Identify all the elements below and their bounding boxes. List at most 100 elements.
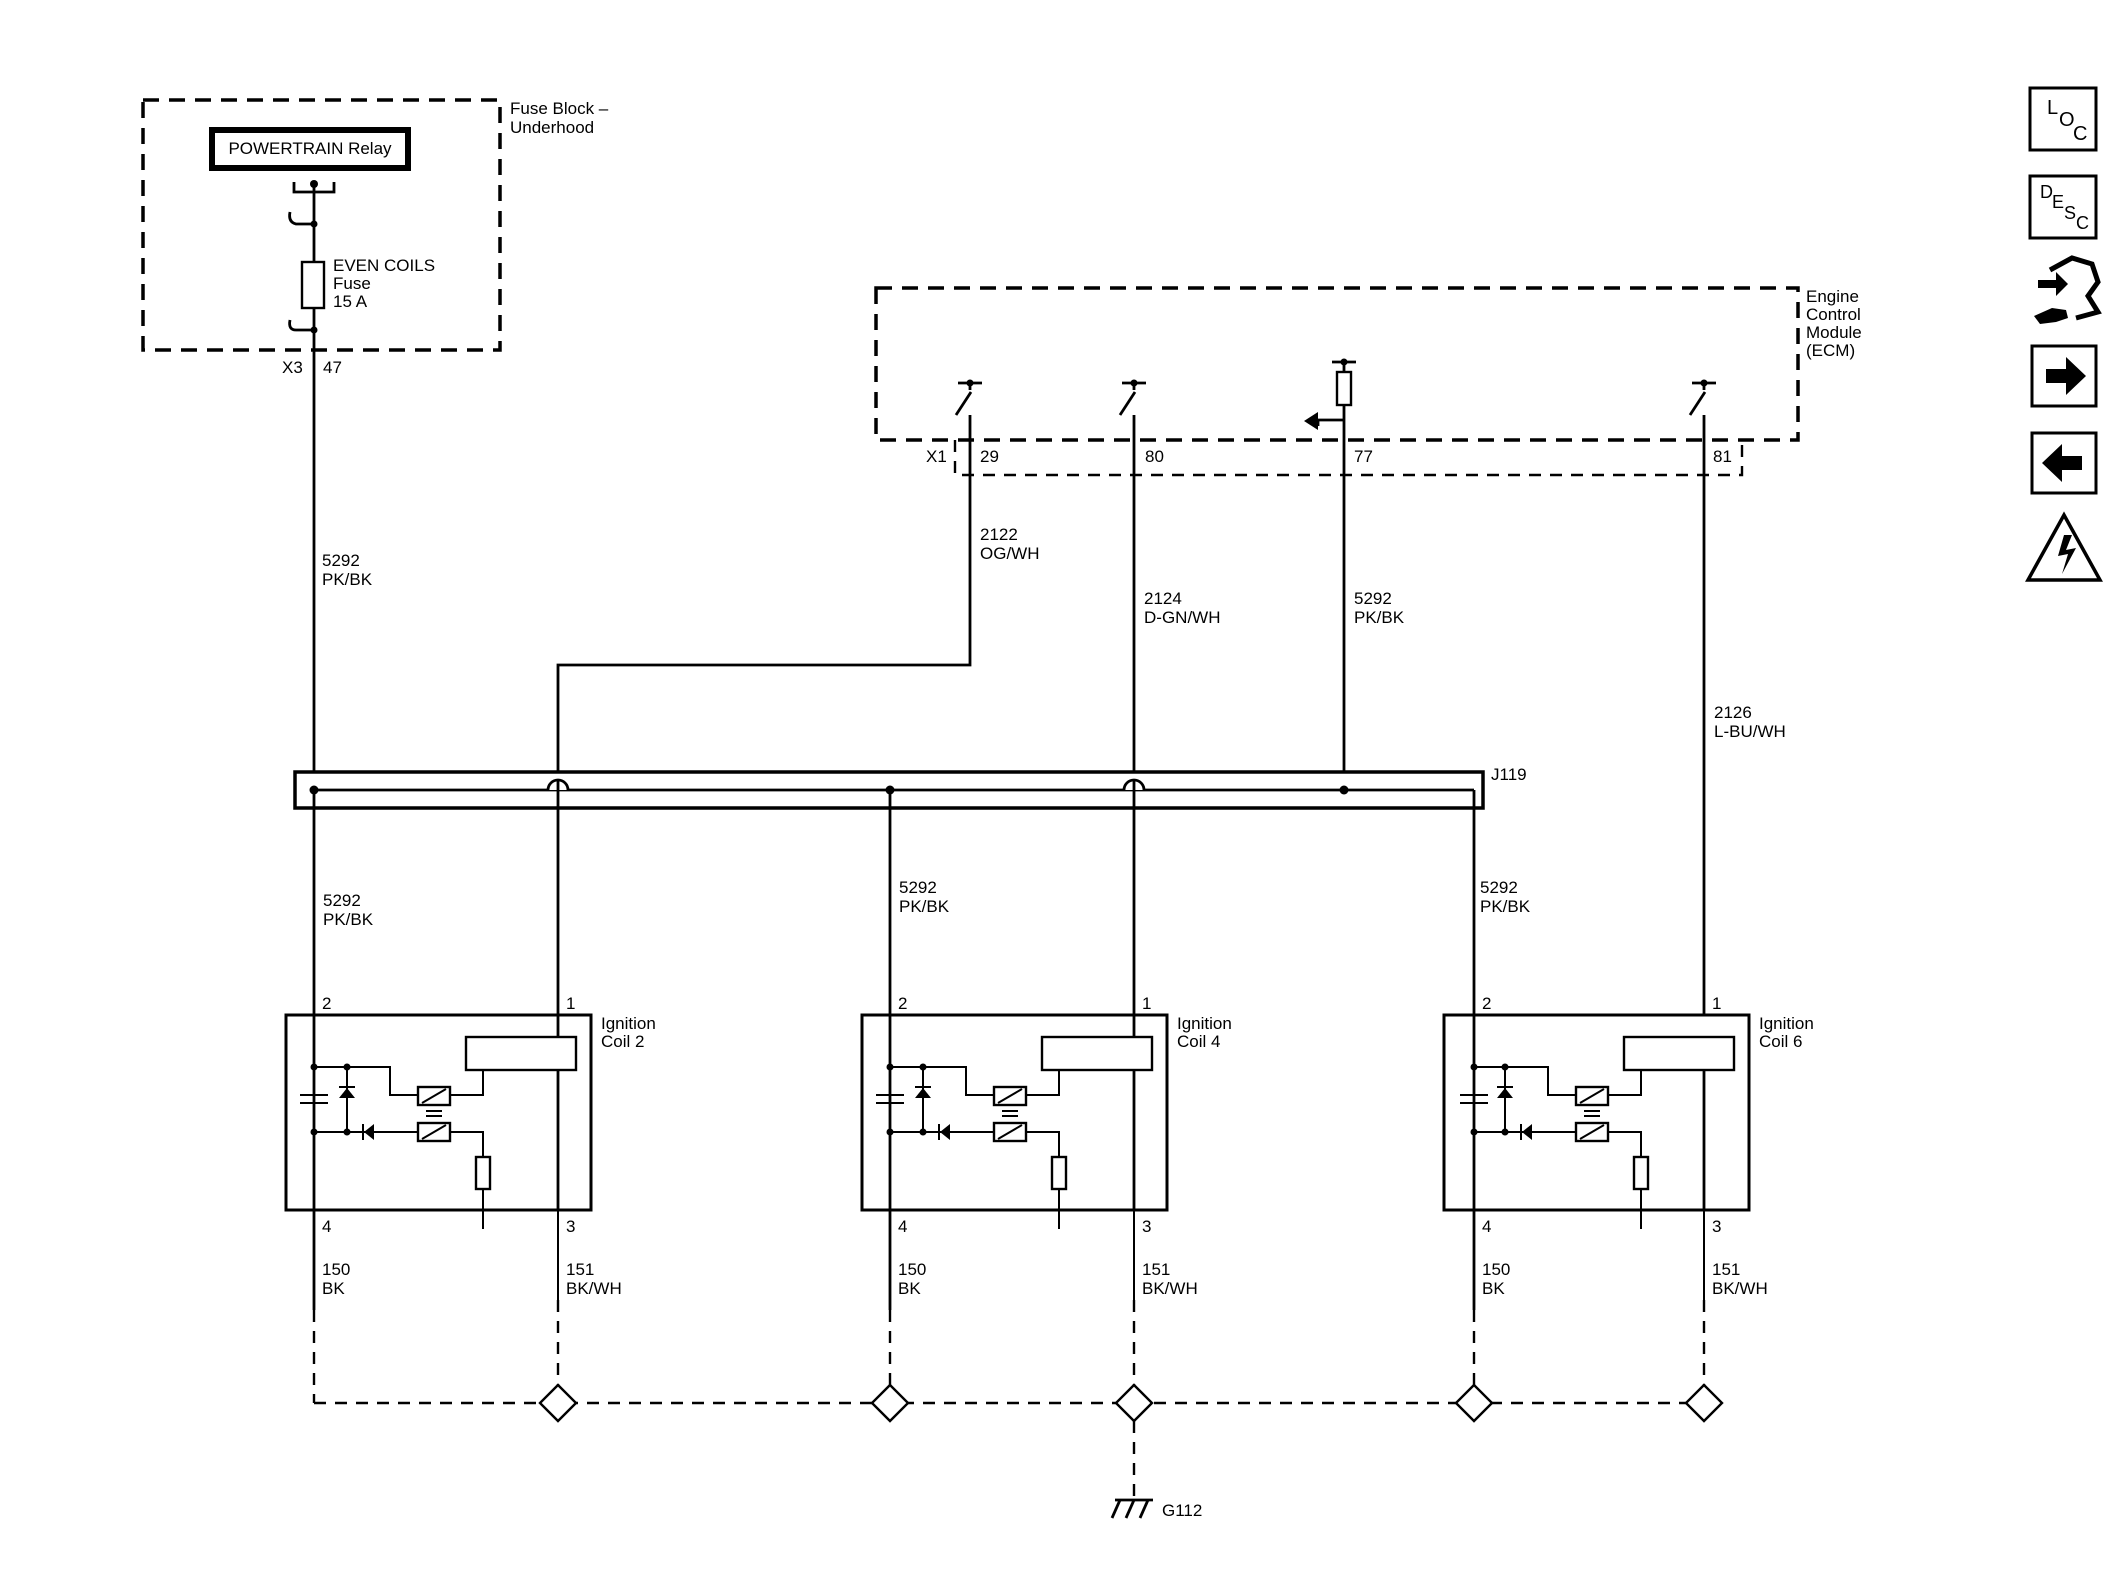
coil6-outline [1442, 1013, 1751, 1212]
ecm-label-4: (ECM) [1806, 341, 1855, 360]
ignition-coil-2: 2 1 Ignition Coil 2 4 3 [284, 994, 656, 1236]
svg-text:C: C [2076, 213, 2089, 233]
fuse-label-1: EVEN COILS [333, 256, 435, 275]
coil2-pin-2: 2 [322, 994, 331, 1013]
coil6-control-color: L-BU/WH [1714, 722, 1786, 741]
svg-text:O: O [2059, 109, 2075, 131]
svg-text:S: S [2064, 203, 2076, 223]
coil4-ground-color: BK [898, 1279, 921, 1298]
ecm-sense-77 [1304, 358, 1356, 440]
coil6-label-2: Coil 6 [1759, 1032, 1802, 1051]
coil6-pin-2: 2 [1482, 994, 1491, 1013]
ecm-label-3: Module [1806, 323, 1862, 342]
fuse-lower-terminal [288, 319, 314, 332]
coil4-pin-3: 3 [1142, 1217, 1151, 1236]
coil2-feed-color: PK/BK [323, 910, 374, 929]
coil2-ground-circuit: 150 [322, 1260, 350, 1279]
svg-text:L: L [2047, 97, 2058, 119]
location-button[interactable]: L O C [2028, 86, 2098, 152]
coil6-ref-color: BK/WH [1712, 1279, 1768, 1298]
splice-j119: J119 [293, 765, 1527, 810]
ecm-driver-81 [1688, 379, 1716, 440]
splice-label: J119 [1491, 765, 1527, 784]
coil2-pin-1: 1 [566, 994, 575, 1013]
coil6-ground-circuit: 150 [1482, 1260, 1510, 1279]
coil6-pin-3: 3 [1712, 1217, 1721, 1236]
coil4-label-2: Coil 4 [1177, 1032, 1220, 1051]
fuse-pin-label: 47 [323, 358, 342, 377]
coil2-ref-color: BK/WH [566, 1279, 622, 1298]
fuse-connector-label: X3 [282, 358, 303, 377]
coil6-ground-color: BK [1482, 1279, 1505, 1298]
coil6-pin-1: 1 [1712, 994, 1721, 1013]
coil4-control-color: D-GN/WH [1144, 608, 1220, 627]
coil6-label-1: Ignition [1759, 1014, 1814, 1033]
coil6-pin-4: 4 [1482, 1217, 1491, 1236]
coil2-module [464, 1035, 578, 1072]
coil6-module [1622, 1035, 1736, 1072]
ecm-label-1: Engine [1806, 287, 1859, 306]
svg-text:D: D [2040, 182, 2053, 202]
powertrain-relay-box [209, 127, 411, 171]
svg-text:E: E [2052, 192, 2064, 212]
description-button[interactable]: D E S C [2028, 174, 2098, 240]
coil4-feed-color: PK/BK [899, 897, 950, 916]
connector-tool-button[interactable] [2034, 255, 2102, 324]
ecm-pin-80: 80 [1145, 447, 1164, 466]
ecm-driver-80 [1118, 379, 1146, 440]
previous-button[interactable] [2030, 431, 2098, 495]
feed-wire-color: PK/BK [322, 570, 373, 589]
coil4-pin-2: 2 [898, 994, 907, 1013]
coil2-feed-circuit: 5292 [323, 891, 361, 910]
coil4-ground-circuit: 150 [898, 1260, 926, 1279]
ground-label: G112 [1162, 1501, 1202, 1520]
coil4-ref-circuit: 151 [1142, 1260, 1170, 1279]
coil6-feed-color: PK/BK [1480, 897, 1531, 916]
coil2-control-color: OG/WH [980, 544, 1040, 563]
coil6-ref-circuit: 151 [1712, 1260, 1740, 1279]
svg-text:C: C [2073, 123, 2087, 145]
location-icon[interactable] [2028, 86, 2098, 152]
coil4-feed-circuit: 5292 [899, 878, 937, 897]
coil2-pin-3: 3 [566, 1217, 575, 1236]
ecm-connector-label: X1 [926, 447, 947, 466]
coil4-control-circuit: 2124 [1144, 589, 1182, 608]
coil2-control-circuit: 2122 [980, 525, 1018, 544]
fuse-block-outline [141, 98, 502, 352]
next-button[interactable] [2030, 344, 2098, 408]
high-voltage-warning-icon[interactable] [2025, 511, 2103, 582]
coil4-module [1040, 1035, 1154, 1072]
coil4-outline [860, 1013, 1169, 1212]
ecm-label-2: Control [1806, 305, 1861, 324]
fuse-block-label-1: Fuse Block – [510, 99, 609, 118]
ground-g112-symbol [1110, 1498, 1153, 1519]
feed-wire-circuit: 5292 [322, 551, 360, 570]
ecm-connector-x1 [953, 440, 1744, 477]
fuse-block-label-2: Underhood [510, 118, 594, 137]
ecm-pin-77: 77 [1354, 447, 1373, 466]
ignition-coil-4: 2 1 Ignition Coil 4 4 3 [860, 994, 1232, 1236]
coil2-control-wire [556, 440, 972, 783]
ecm-outline [874, 286, 1800, 442]
coil6-feed-circuit: 5292 [1480, 878, 1518, 897]
even-coils-fuse [300, 260, 326, 310]
coil2-pin-4: 4 [322, 1217, 331, 1236]
coil4-pin-1: 1 [1142, 994, 1151, 1013]
description-icon[interactable] [2028, 174, 2098, 240]
ecm-module: Engine Control Module (ECM) X1 29 80 77 … [874, 286, 1862, 477]
coil4-pin-4: 4 [898, 1217, 907, 1236]
ecm-feed-circuit: 5292 [1354, 589, 1392, 608]
ecm-pin-81: 81 [1713, 447, 1732, 466]
fuse-label-3: 15 A [333, 292, 368, 311]
ecm-feed-color: PK/BK [1354, 608, 1405, 627]
ecm-driver-29 [954, 379, 982, 440]
coil2-label-1: Ignition [601, 1014, 656, 1033]
powertrain-relay-label: POWERTRAIN Relay [228, 139, 392, 158]
coil2-label-2: Coil 2 [601, 1032, 644, 1051]
connector-tool-icon[interactable] [2034, 255, 2102, 324]
warning-button[interactable] [2025, 511, 2103, 582]
coil4-label-1: Ignition [1177, 1014, 1232, 1033]
ground-circuits: G112 150 BK 151 BK/WH 150 BK 151 BK/WH 1… [312, 1210, 1768, 1520]
coil2-outline [284, 1013, 593, 1212]
